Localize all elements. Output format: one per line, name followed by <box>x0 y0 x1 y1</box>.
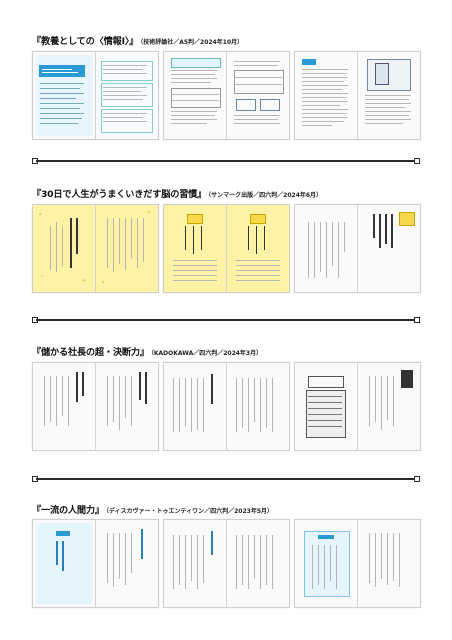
page-spread-thumbnail <box>294 519 421 608</box>
book-title-4: 『一流の人間力』（ディスカヴァー・トゥエンティワン／四六判／2023年5月） <box>32 502 273 516</box>
section-divider <box>32 157 420 165</box>
section-divider <box>32 475 420 483</box>
page-spread-thumbnail <box>32 362 159 451</box>
page-spread-thumbnail <box>32 51 159 140</box>
book-title-2: 『30日で人生がうまくいきだす脳の習慣』（サンマーク出版／四六判／2024年6月… <box>32 186 322 200</box>
book-title-1: 『教養としての〈情報Ⅰ〉』（技術評論社／A5判／2024年10月） <box>32 33 243 47</box>
book-title-3: 『儲かる社長の超・決断力』（KADOKAWA／四六判／2024年3月） <box>32 344 262 358</box>
page-spread-thumbnail: ✦ ✦ ✧ ✦ ✦ <box>32 204 159 293</box>
page-spread-thumbnail <box>163 204 290 293</box>
book-meta: （ディスカヴァー・トゥエンティワン／四六判／2023年5月） <box>105 508 274 515</box>
page-spread-thumbnail <box>163 519 290 608</box>
page-spread-thumbnail <box>294 204 421 293</box>
book-meta: （サンマーク出版／四六判／2024年6月） <box>208 192 323 199</box>
page-spread-thumbnail <box>32 519 159 608</box>
title-text: 『教養としての〈情報Ⅰ〉』 <box>32 36 139 47</box>
page-spread-thumbnail <box>294 362 421 451</box>
title-text: 『一流の人間力』 <box>32 505 104 516</box>
title-text: 『儲かる社長の超・決断力』 <box>32 347 149 358</box>
section-divider <box>32 316 420 324</box>
page-spread-thumbnail <box>163 51 290 140</box>
book-meta: （技術評論社／A5判／2024年10月） <box>140 39 244 46</box>
page-spread-thumbnail <box>163 362 290 451</box>
title-text: 『30日で人生がうまくいきだす脳の習慣』 <box>32 189 207 200</box>
book-meta: （KADOKAWA／四六判／2024年3月） <box>150 350 263 357</box>
page-spread-thumbnail <box>294 51 421 140</box>
